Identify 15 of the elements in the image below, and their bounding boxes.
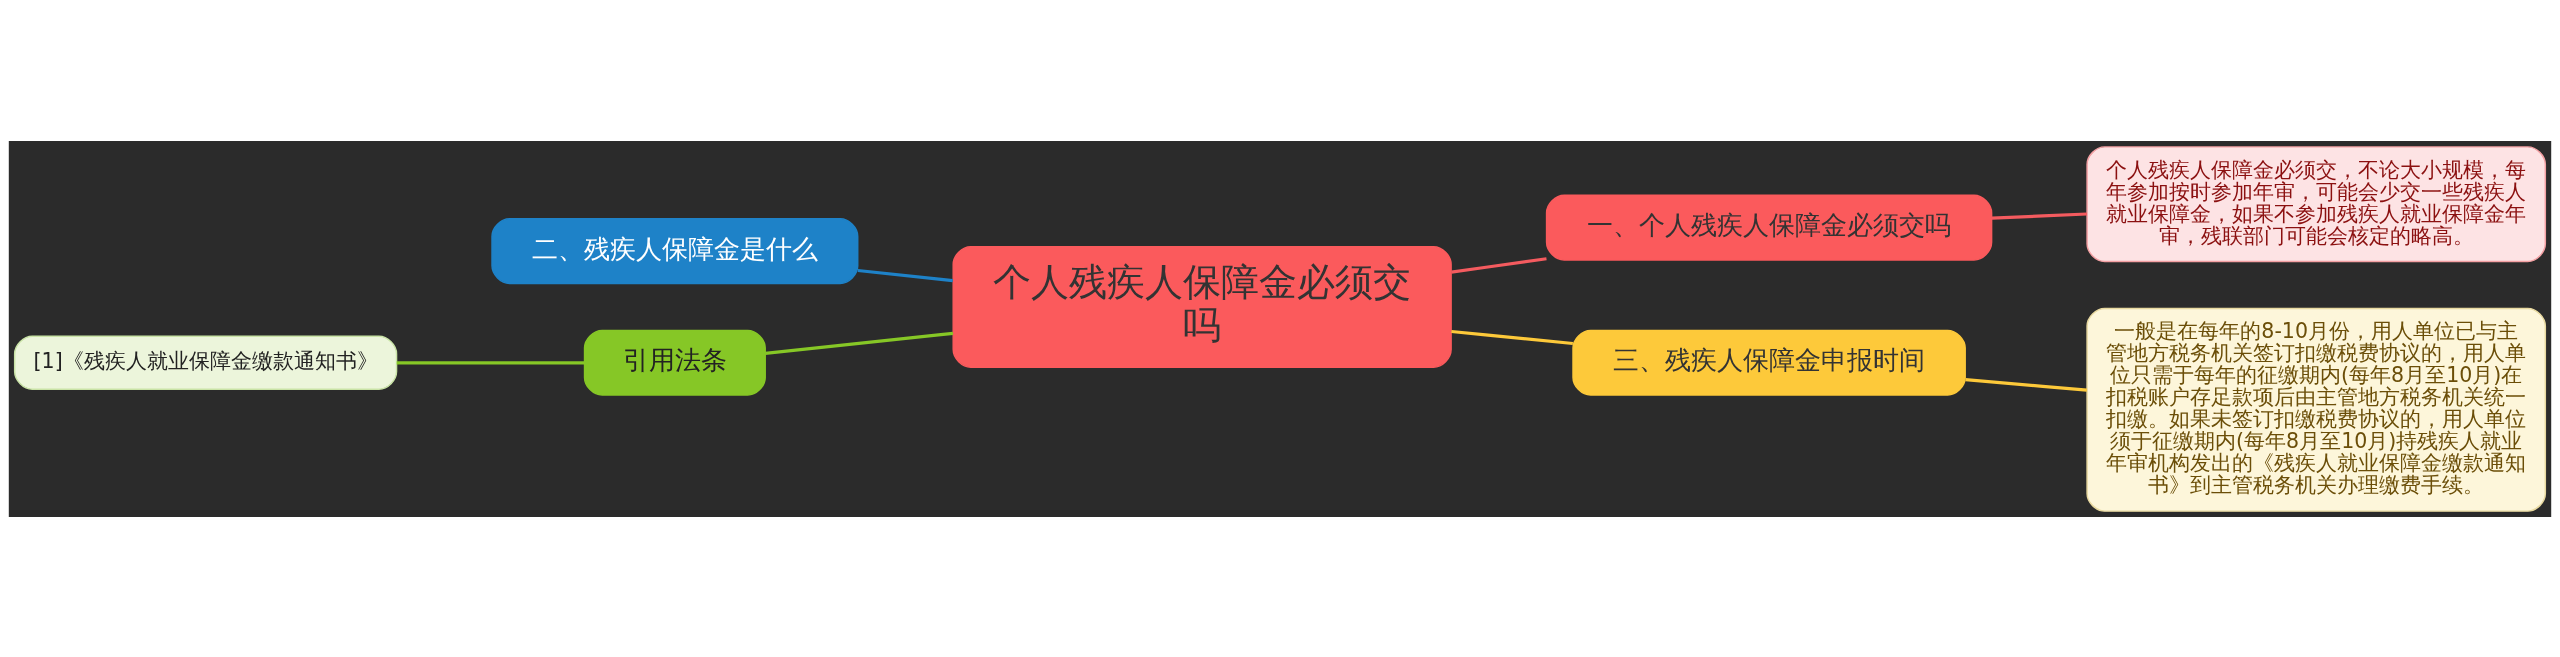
node-box: 三、残疾人保障金申报时间: [1572, 329, 1966, 396]
connector: [1451, 256, 1547, 274]
connector: [857, 268, 953, 282]
node-box: 一、个人残疾人保障金必须交吗: [1545, 194, 1993, 261]
node-box: [1]《残疾人就业保障金缴款通知书》: [13, 335, 398, 390]
node-box: 个人残疾人保障金必须交，不论大小规模，每年参加按时参加年审，可能会少交一些残疾人就业保障金，如果不参加残疾人就业保障金年审，残联部门可能会核定的略高。: [2086, 145, 2547, 262]
node-box: 个人残疾人保障金必须交吗: [952, 245, 1452, 368]
connector: [1451, 329, 1573, 345]
node-box: 一般是在每年的8-10月份，用人单位已与主管地方税务机关签订扣缴税费协议的，用人单位只需于每年的征缴期内(每年8月至10月)在扣税账户存足款项后由主管地方税务机关统一扣缴。如果未签订扣缴税费协议的，用人单位须于征缴期内(每年8月至10月)持残疾人就业年审机构发出的《残疾人就业保障金缴款通知书》到主管税务机关办理缴费手续。: [2086, 307, 2547, 512]
node-box: 二、残疾人保障金是什么: [491, 217, 859, 284]
node-box: 引用法条: [583, 329, 766, 396]
connector: [765, 331, 954, 355]
connector: [1991, 211, 2088, 220]
connector: [396, 360, 585, 364]
connector: [1965, 377, 2087, 392]
